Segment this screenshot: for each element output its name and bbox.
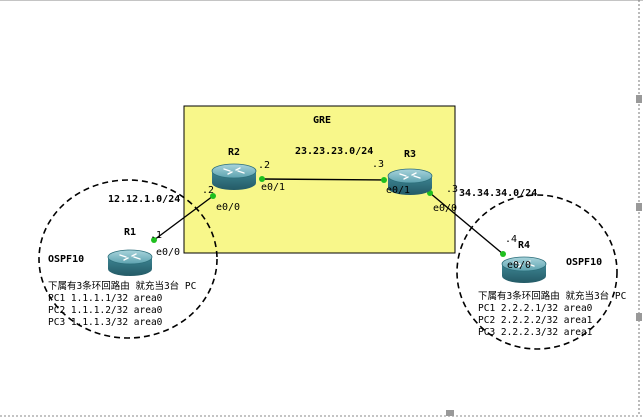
r3-right-port-label: e0/0 (433, 203, 457, 214)
left-pc1: PC1 1.1.1.1/32 area0 (48, 293, 163, 304)
right-area-label: OSPF10 (566, 257, 602, 268)
r4-port-label: e0/0 (507, 260, 531, 271)
r2-left-ip-label: .2 (202, 185, 214, 196)
router-r1[interactable] (107, 249, 153, 276)
right-area-note: 下属有3条环回路由 就充当3台 PC (478, 290, 626, 302)
left-area-label: OSPF10 (48, 254, 84, 265)
network-r1-r2-label: 12.12.1.0/24 (108, 194, 180, 205)
port-dot (259, 176, 265, 182)
r3-label: R3 (404, 149, 416, 160)
page-marker (636, 313, 642, 321)
r3-left-ip-label: .3 (372, 159, 384, 170)
link-r3-r4[interactable] (429, 192, 504, 255)
right-ospf-area[interactable] (456, 194, 618, 350)
network-r2-r3-label: 23.23.23.0/24 (295, 146, 373, 157)
r1-label: R1 (124, 227, 136, 238)
link-r2-r3[interactable] (261, 178, 385, 181)
left-pc2: PC2 1.1.1.2/32 area0 (48, 305, 163, 316)
r1-port-label: e0/0 (156, 247, 180, 258)
router-r3[interactable] (387, 168, 433, 195)
network-r3-r4-label: 34.34.34.0/24 (459, 188, 537, 199)
r2-left-port-label: e0/0 (216, 202, 240, 213)
r3-right-ip-label: .3 (446, 184, 458, 195)
page-marker (636, 95, 642, 103)
right-pc2: PC2 2.2.2.2/32 area1 (478, 315, 593, 326)
r4-label: R4 (518, 240, 530, 251)
left-pc3: PC3 1.1.1.3/32 area0 (48, 317, 163, 328)
left-area-note: 下属有3条环回路由 就充当3台 PC (48, 280, 196, 292)
r3-left-port-label: e0/1 (386, 185, 410, 196)
r1-ip-label: .1 (150, 230, 162, 241)
right-pc1: PC1 2.2.2.1/32 area0 (478, 303, 593, 314)
left-ospf-area[interactable] (38, 179, 218, 339)
link-r1-r2[interactable] (153, 195, 214, 241)
port-dot (210, 193, 216, 199)
port-dot (151, 237, 157, 243)
router-r2[interactable] (211, 163, 257, 190)
router-r4[interactable] (501, 256, 547, 283)
port-dot (500, 251, 506, 257)
r4-ip-label: .4 (505, 234, 517, 245)
page-marker (446, 410, 454, 416)
r2-right-port-label: e0/1 (261, 182, 285, 193)
r2-right-ip-label: .2 (258, 160, 270, 171)
page-marker (636, 203, 642, 211)
port-dot (381, 177, 387, 183)
right-pc3: PC3 2.2.2.3/32 area1 (478, 327, 593, 338)
gre-box-title: GRE (313, 115, 331, 126)
r2-label: R2 (228, 147, 240, 158)
